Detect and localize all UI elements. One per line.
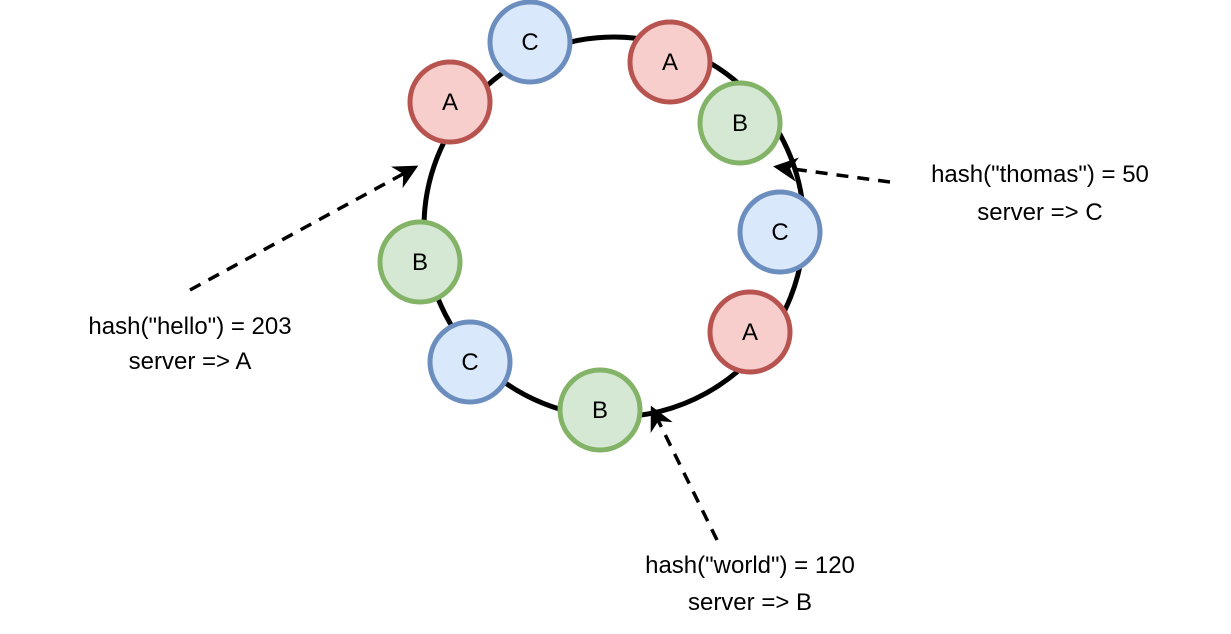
server-node-circle <box>407 59 493 145</box>
server-node-circle <box>557 367 643 453</box>
world-server-text: server => B <box>688 589 812 616</box>
hello-lookup: hash("hello") = 203 server => A <box>88 313 291 375</box>
server-node-c: C <box>487 0 573 85</box>
hello-arrow <box>189 165 419 292</box>
server-node-label: C <box>461 349 478 376</box>
thomas-lookup: hash("thomas") = 50 server => C <box>931 161 1149 226</box>
world-arrow <box>650 405 719 541</box>
server-node-label: C <box>521 29 538 56</box>
thomas-hash-text: hash("thomas") = 50 <box>931 161 1149 188</box>
server-node-label: B <box>412 249 428 276</box>
server-node-label: B <box>592 397 608 424</box>
server-node-a: A <box>627 19 713 105</box>
ring-nodes: C A B C A B C B A <box>377 0 823 453</box>
server-node-circle <box>427 319 513 405</box>
server-node-label: A <box>662 49 678 76</box>
server-node-b: B <box>557 367 643 453</box>
server-node-circle <box>377 219 463 305</box>
world-hash-text: hash("world") = 120 <box>645 552 855 579</box>
thomas-server-text: server => C <box>977 199 1102 226</box>
server-node-label: B <box>732 110 748 137</box>
server-node-label: C <box>771 219 788 246</box>
server-node-circle <box>487 0 573 85</box>
server-node-c: C <box>427 319 513 405</box>
server-node-a: A <box>707 289 793 375</box>
world-lookup: hash("world") = 120 server => B <box>645 552 855 616</box>
server-node-label: A <box>742 319 758 346</box>
server-node-label: A <box>442 89 458 116</box>
hello-hash-text: hash("hello") = 203 <box>88 313 291 340</box>
server-node-b: B <box>697 80 783 166</box>
server-node-a: A <box>407 59 493 145</box>
server-node-c: C <box>737 189 823 275</box>
server-node-circle <box>627 19 713 105</box>
server-node-circle <box>707 289 793 375</box>
server-node-circle <box>737 189 823 275</box>
server-node-b: B <box>377 219 463 305</box>
hello-server-text: server => A <box>129 348 252 375</box>
server-node-circle <box>697 80 783 166</box>
thomas-arrow <box>773 157 891 184</box>
